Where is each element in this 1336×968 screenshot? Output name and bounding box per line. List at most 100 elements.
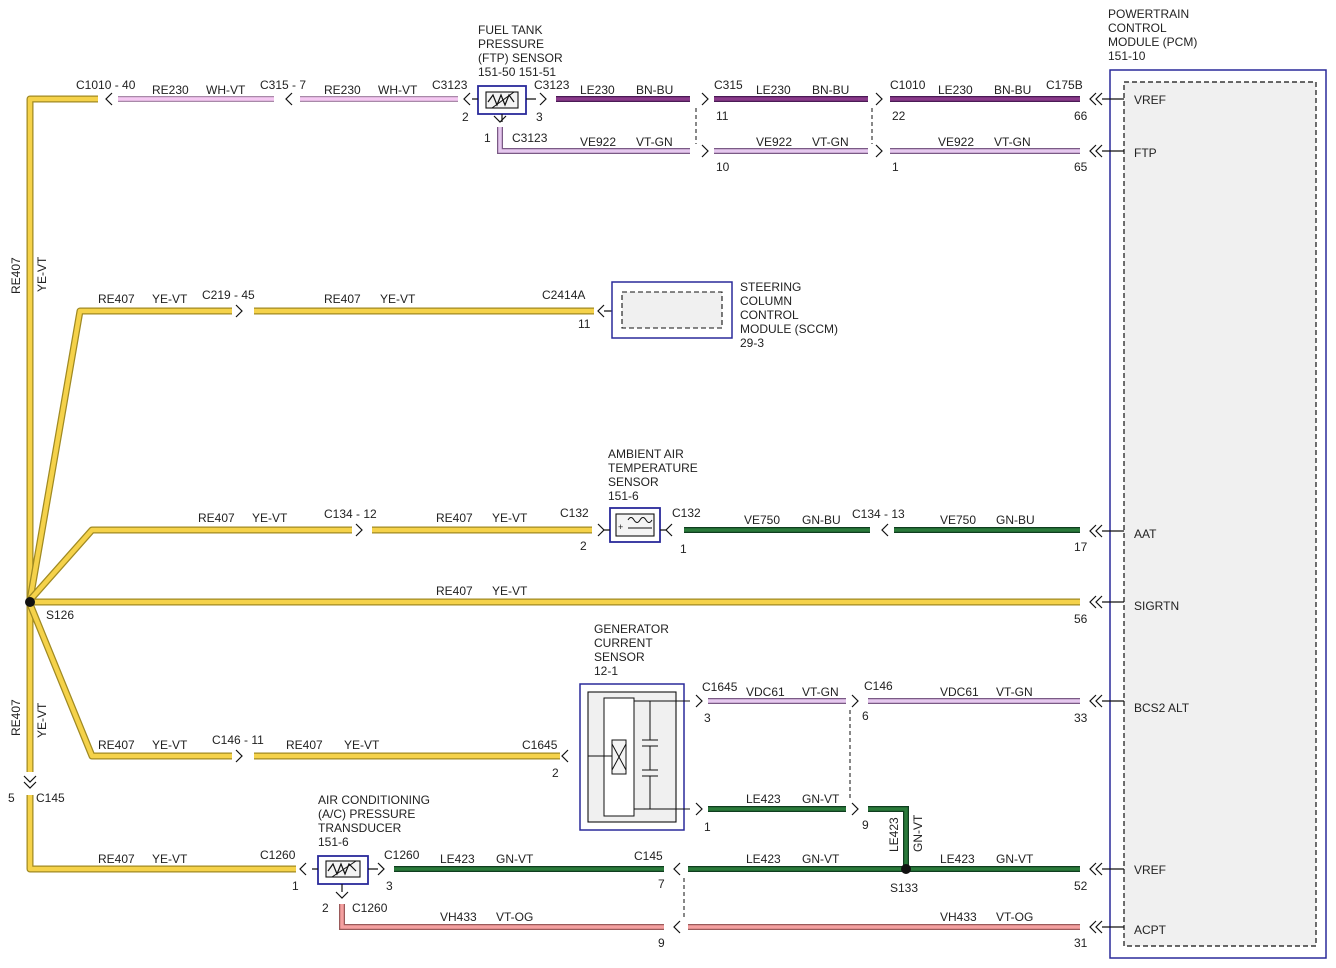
label-yevt-aat-a: YE-VT <box>252 511 288 525</box>
gen-title-line3: SENSOR <box>594 650 645 664</box>
label-c146: C146 <box>864 679 893 693</box>
aat-title-line2: TEMPERATURE <box>608 461 698 475</box>
label-gnvt-vert: GN-VT <box>911 814 925 852</box>
pin-3-c1260: 3 <box>386 879 393 893</box>
ftp-pin-2: 2 <box>462 110 469 124</box>
sccm-module: STEERING COLUMN CONTROL MODULE (SCCM) 29… <box>611 280 838 350</box>
sccm-title-line2: COLUMN <box>740 294 792 308</box>
label-le230-c: LE230 <box>938 83 973 97</box>
label-yevt-sigrtn: YE-VT <box>492 584 528 598</box>
splice-s133 <box>901 864 911 874</box>
label-gnbu-a: GN-BU <box>802 513 841 527</box>
aat-title-line3: SENSOR <box>608 475 659 489</box>
pin-2-c132: 2 <box>580 539 587 553</box>
label-c3123-c: C3123 <box>512 131 548 145</box>
pcm-pin-17: 17 <box>1074 540 1088 554</box>
pcm-pin-66: 66 <box>1074 109 1088 123</box>
label-vtgn-gen-b: VT-GN <box>996 685 1033 699</box>
sccm-title-line3: CONTROL <box>740 308 799 322</box>
pin-5-c145: 5 <box>8 791 15 805</box>
label-c134-13: C134 - 13 <box>852 507 905 521</box>
label-c1260-c: C1260 <box>352 901 388 915</box>
label-s133: S133 <box>890 881 918 895</box>
label-c219-45: C219 - 45 <box>202 288 255 302</box>
sccm-circuit: RE407 YE-VT C219 - 45 RE407 YE-VT C2414A… <box>98 288 612 331</box>
label-c134-12: C134 - 12 <box>324 507 377 521</box>
label-vtgn-a: VT-GN <box>636 135 673 149</box>
aat-title-line1: AMBIENT AIR <box>608 447 684 461</box>
pin-2-c1645: 2 <box>552 766 559 780</box>
pin-1-c1645: 1 <box>704 820 711 834</box>
label-le423-ac-c: LE423 <box>940 852 975 866</box>
label-vh433-b: VH433 <box>940 910 977 924</box>
pcm-pin-56: 56 <box>1074 612 1088 626</box>
label-re407-sccm-a: RE407 <box>98 292 135 306</box>
pcm-pin-33: 33 <box>1074 711 1088 725</box>
label-yevt-aat-b: YE-VT <box>492 511 528 525</box>
label-re407-vert-bot: RE407 <box>9 699 23 736</box>
gen-ref: 12-1 <box>594 664 618 678</box>
label-c1645-b: C1645 <box>522 738 558 752</box>
ftp-sensor: FUEL TANK PRESSURE (FTP) SENSOR 151-50 1… <box>462 23 563 145</box>
label-yevt-sccm-a: YE-VT <box>152 292 188 306</box>
label-c315-7: C315 - 7 <box>260 78 306 92</box>
ftp-title-line1: FUEL TANK <box>478 23 542 37</box>
label-c3123-a: C3123 <box>432 78 468 92</box>
label-re407-gen-a: RE407 <box>98 738 135 752</box>
label-c1010: C1010 <box>890 78 926 92</box>
label-re407-ac: RE407 <box>98 852 135 866</box>
label-yevt-gen-b: YE-VT <box>344 738 380 752</box>
sccm-title-line1: STEERING <box>740 280 801 294</box>
pcm-title-line3: MODULE (PCM) <box>1108 35 1197 49</box>
ac-title-line1: AIR CONDITIONING <box>318 793 430 807</box>
pin-11-c315: 11 <box>716 109 729 123</box>
label-re407-vert-top: RE407 <box>9 257 23 294</box>
label-re230-b: RE230 <box>324 83 361 97</box>
label-yevt-ac: YE-VT <box>152 852 188 866</box>
label-re407-sccm-b: RE407 <box>324 292 361 306</box>
label-c145-a: C145 <box>36 791 65 805</box>
pcm-pin-52: 52 <box>1074 879 1088 893</box>
label-s126: S126 <box>46 608 74 622</box>
label-c1010-40: C1010 - 40 <box>76 78 136 92</box>
label-c1645-a: C1645 <box>702 680 738 694</box>
ac-title-line3: TRANSDUCER <box>318 821 402 835</box>
label-yevt-sccm-b: YE-VT <box>380 292 416 306</box>
sccm-ref: 29-3 <box>740 336 764 350</box>
pin-9-c145: 9 <box>658 936 665 950</box>
label-le230-a: LE230 <box>580 83 615 97</box>
label-gnvt-ac-c: GN-VT <box>996 852 1034 866</box>
pin-6-c146: 6 <box>862 709 869 723</box>
label-gnvt-ac-a: GN-VT <box>496 852 534 866</box>
label-ve922-a: VE922 <box>580 135 616 149</box>
pin-1-c132: 1 <box>680 542 687 556</box>
label-vtog-a: VT-OG <box>496 910 533 924</box>
pin-22-c1010: 22 <box>892 109 906 123</box>
label-gnbu-b: GN-BU <box>996 513 1035 527</box>
pin-7-c145: 7 <box>658 877 665 891</box>
label-le423-vert: LE423 <box>887 817 901 852</box>
aat-circuit: RE407 YE-VT C134 - 12 RE407 YE-VT C132 C… <box>198 506 1080 556</box>
pin-9-c146: 9 <box>862 818 869 832</box>
label-le423-gen: LE423 <box>746 792 781 806</box>
splice-s126 <box>25 597 35 607</box>
pcm-pin-acpt-label: ACPT <box>1134 923 1167 937</box>
gen-sensor: GENERATOR CURRENT SENSOR 12-1 <box>579 622 690 831</box>
pcm-pin-ftp-label: FTP <box>1134 146 1157 160</box>
pcm-pin-31: 31 <box>1074 936 1088 950</box>
label-gnvt-gen: GN-VT <box>802 792 840 806</box>
label-c132-a: C132 <box>560 506 589 520</box>
pcm-pin-vref-top-label: VREF <box>1134 93 1166 107</box>
label-ve750-a: VE750 <box>744 513 780 527</box>
pcm-ref: 151-10 <box>1108 49 1146 63</box>
re407-trunk <box>26 95 1080 873</box>
label-vtgn-gen-a: VT-GN <box>802 685 839 699</box>
label-whvt-a: WH-VT <box>206 83 246 97</box>
pin-10-c315: 10 <box>716 160 730 174</box>
label-yevt-vert-top: YE-VT <box>35 256 49 292</box>
ftp-pin-3: 3 <box>536 110 543 124</box>
label-c3123-b: C3123 <box>534 78 570 92</box>
ftp-title-line3: (FTP) SENSOR <box>478 51 563 65</box>
pcm-module: POWERTRAIN CONTROL MODULE (PCM) 151-10 V… <box>1074 7 1327 959</box>
label-whvt-b: WH-VT <box>378 83 418 97</box>
